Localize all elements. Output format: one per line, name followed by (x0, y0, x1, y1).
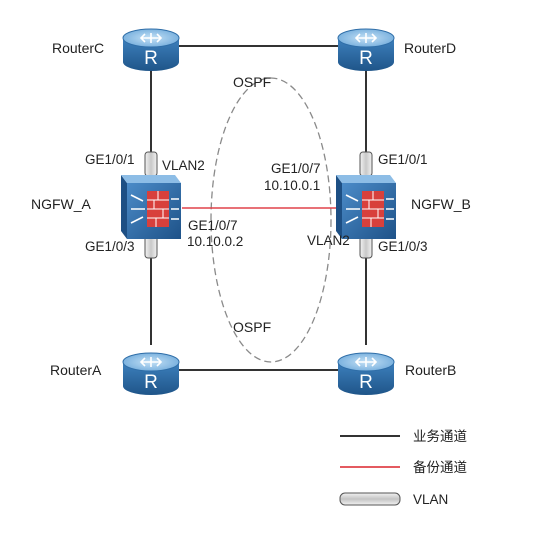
router-glyph: R (359, 48, 373, 69)
router-a: R (122, 352, 180, 395)
firewall-arrows-icon (345, 194, 360, 224)
firewall-arrows-icon (130, 194, 145, 224)
ngfw-a (121, 175, 181, 239)
ngfw-b (336, 175, 396, 239)
ospf-label-top: OSPF (233, 74, 271, 90)
firewall-top-face (121, 175, 181, 183)
router-arrows-icon (354, 357, 378, 367)
router-a-label: RouterA (50, 362, 102, 378)
ngfw-b-port-upper: GE1/0/1 (378, 152, 428, 167)
legend-service-label: 业务通道 (413, 429, 467, 444)
ngfw-a-vlan-label: VLAN2 (162, 158, 205, 173)
ngfw-a-port-lower: GE1/0/3 (85, 239, 135, 254)
legend-vlan-label: VLAN (413, 492, 448, 507)
ngfw-a-label: NGFW_A (31, 196, 92, 212)
legend: 业务通道 备份通道 VLAN (339, 429, 467, 507)
ngfw-a-heartbeat-ip: 10.10.0.2 (187, 234, 243, 249)
vlan-segment-ngfw-b-upper (359, 151, 373, 177)
ngfw-b-heartbeat-port: GE1/0/7 (271, 161, 321, 176)
router-c: R (122, 28, 180, 71)
router-b: R (337, 352, 395, 395)
firewall-brick-lines (147, 191, 169, 227)
firewall-brick-lines (362, 191, 384, 227)
router-glyph: R (359, 372, 373, 393)
ngfw-b-port-lower: GE1/0/3 (378, 239, 428, 254)
firewall-side-face (121, 175, 127, 239)
router-c-label: RouterC (52, 40, 104, 56)
router-d: R (337, 28, 395, 71)
ngfw-b-vlan-label: VLAN2 (307, 233, 350, 248)
ngfw-b-label: NGFW_B (411, 196, 471, 212)
ngfw-a-heartbeat-port: GE1/0/7 (188, 218, 238, 233)
legend-vlan-swatch (339, 492, 401, 506)
router-arrows-icon (139, 33, 163, 43)
ngfw-a-port-upper: GE1/0/1 (85, 152, 135, 167)
ospf-label-bottom: OSPF (233, 319, 271, 335)
router-glyph: R (144, 372, 158, 393)
ospf-area-ellipse (210, 77, 332, 363)
firewall-side-face (336, 175, 342, 239)
firewall-out-arrows-icon (386, 198, 394, 220)
legend-backup-label: 备份通道 (413, 459, 467, 475)
router-b-label: RouterB (405, 362, 456, 378)
ngfw-b-heartbeat-ip: 10.10.0.1 (264, 178, 320, 193)
router-arrows-icon (139, 357, 163, 367)
firewall-out-arrows-icon (171, 198, 179, 220)
firewall-top-face (336, 175, 396, 183)
router-glyph: R (144, 48, 158, 69)
vlan-segment-ngfw-a-upper (144, 151, 158, 177)
router-d-label: RouterD (404, 40, 456, 56)
router-arrows-icon (354, 33, 378, 43)
